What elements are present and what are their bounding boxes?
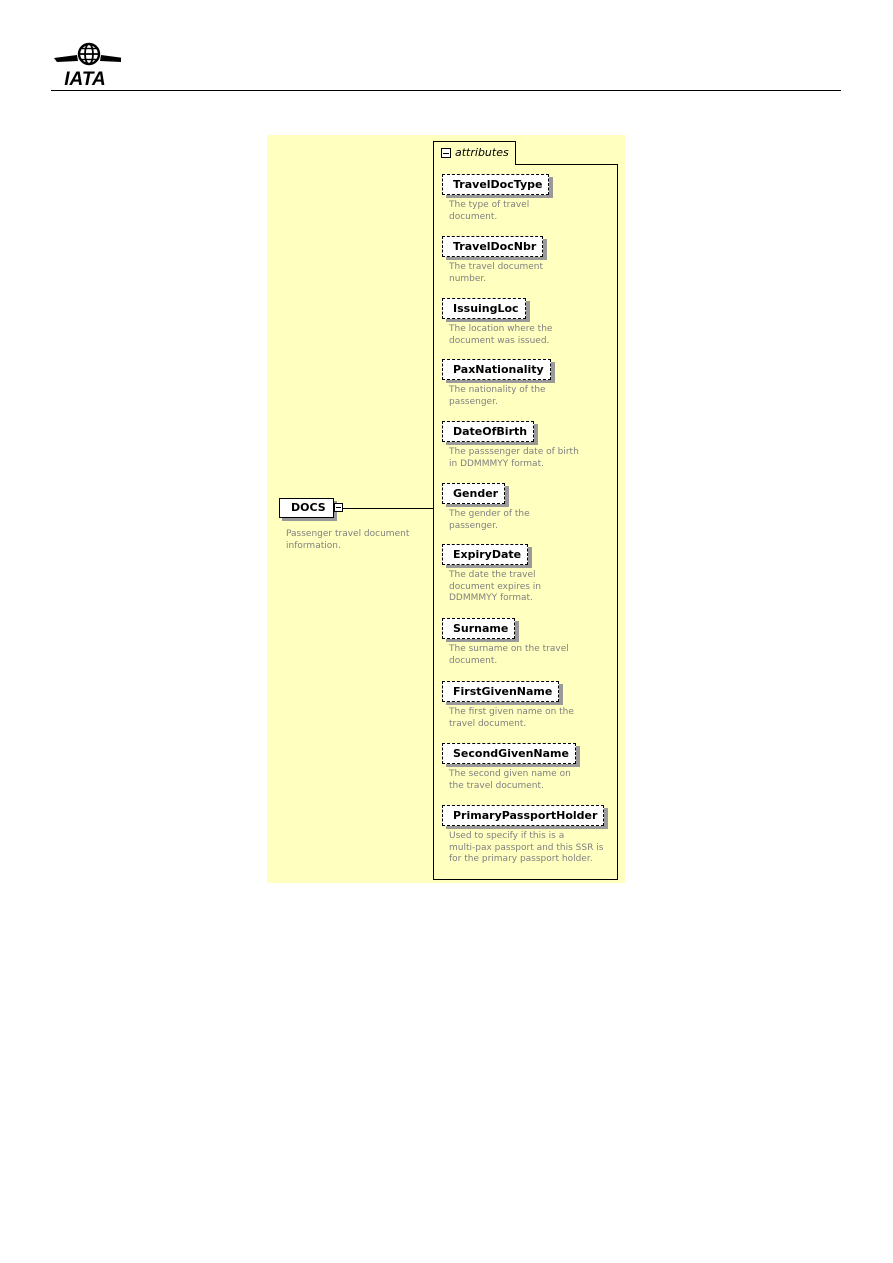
schema-diagram: DOCS Passenger travel document informati… [267, 135, 625, 883]
attributes-group-label: attributes [455, 146, 509, 159]
attribute-name[interactable]: DateOfBirth [442, 421, 535, 442]
attribute-name[interactable]: PrimaryPassportHolder [442, 805, 605, 826]
attributes-group-frame [433, 164, 618, 880]
attribute-name[interactable]: TravelDocType [442, 174, 550, 195]
svg-text:IATA: IATA [64, 69, 106, 88]
attribute-description: The passsenger date of birth in DDMMMYY … [449, 447, 579, 469]
root-element-description: Passenger travel document information. [286, 529, 410, 551]
collapse-icon[interactable] [334, 503, 343, 512]
header-divider [51, 90, 841, 91]
attribute-description: The first given name on the travel docum… [449, 707, 574, 729]
root-element-box[interactable]: DOCS [279, 498, 334, 518]
attribute-description: Used to specify if this is a multi-pax p… [449, 831, 604, 864]
attribute-name[interactable]: PaxNationality [442, 359, 551, 380]
iata-logo: IATA [51, 42, 124, 90]
collapse-icon[interactable] [441, 148, 451, 158]
attributes-group-tab[interactable]: attributes [433, 141, 516, 165]
attribute-name[interactable]: SecondGivenName [442, 743, 576, 764]
attribute-name[interactable]: IssuingLoc [442, 298, 526, 319]
attribute-name[interactable]: ExpiryDate [442, 544, 529, 565]
attribute-description: The surname on the travel document. [449, 644, 569, 666]
attribute-description: The date the travel document expires in … [449, 570, 541, 603]
attribute-description: The second given name on the travel docu… [449, 769, 571, 791]
attribute-description: The gender of the passenger. [449, 509, 530, 531]
attribute-name[interactable]: Surname [442, 618, 516, 639]
attribute-description: The location where the document was issu… [449, 324, 553, 346]
connector-line [343, 508, 434, 509]
attribute-description: The type of travel document. [449, 200, 530, 222]
attribute-name[interactable]: FirstGivenName [442, 681, 560, 702]
attribute-description: The nationality of the passenger. [449, 385, 546, 407]
root-element-name: DOCS [291, 501, 326, 514]
attribute-name[interactable]: TravelDocNbr [442, 236, 544, 257]
attribute-description: The travel document number. [449, 262, 543, 284]
attribute-name[interactable]: Gender [442, 483, 506, 504]
